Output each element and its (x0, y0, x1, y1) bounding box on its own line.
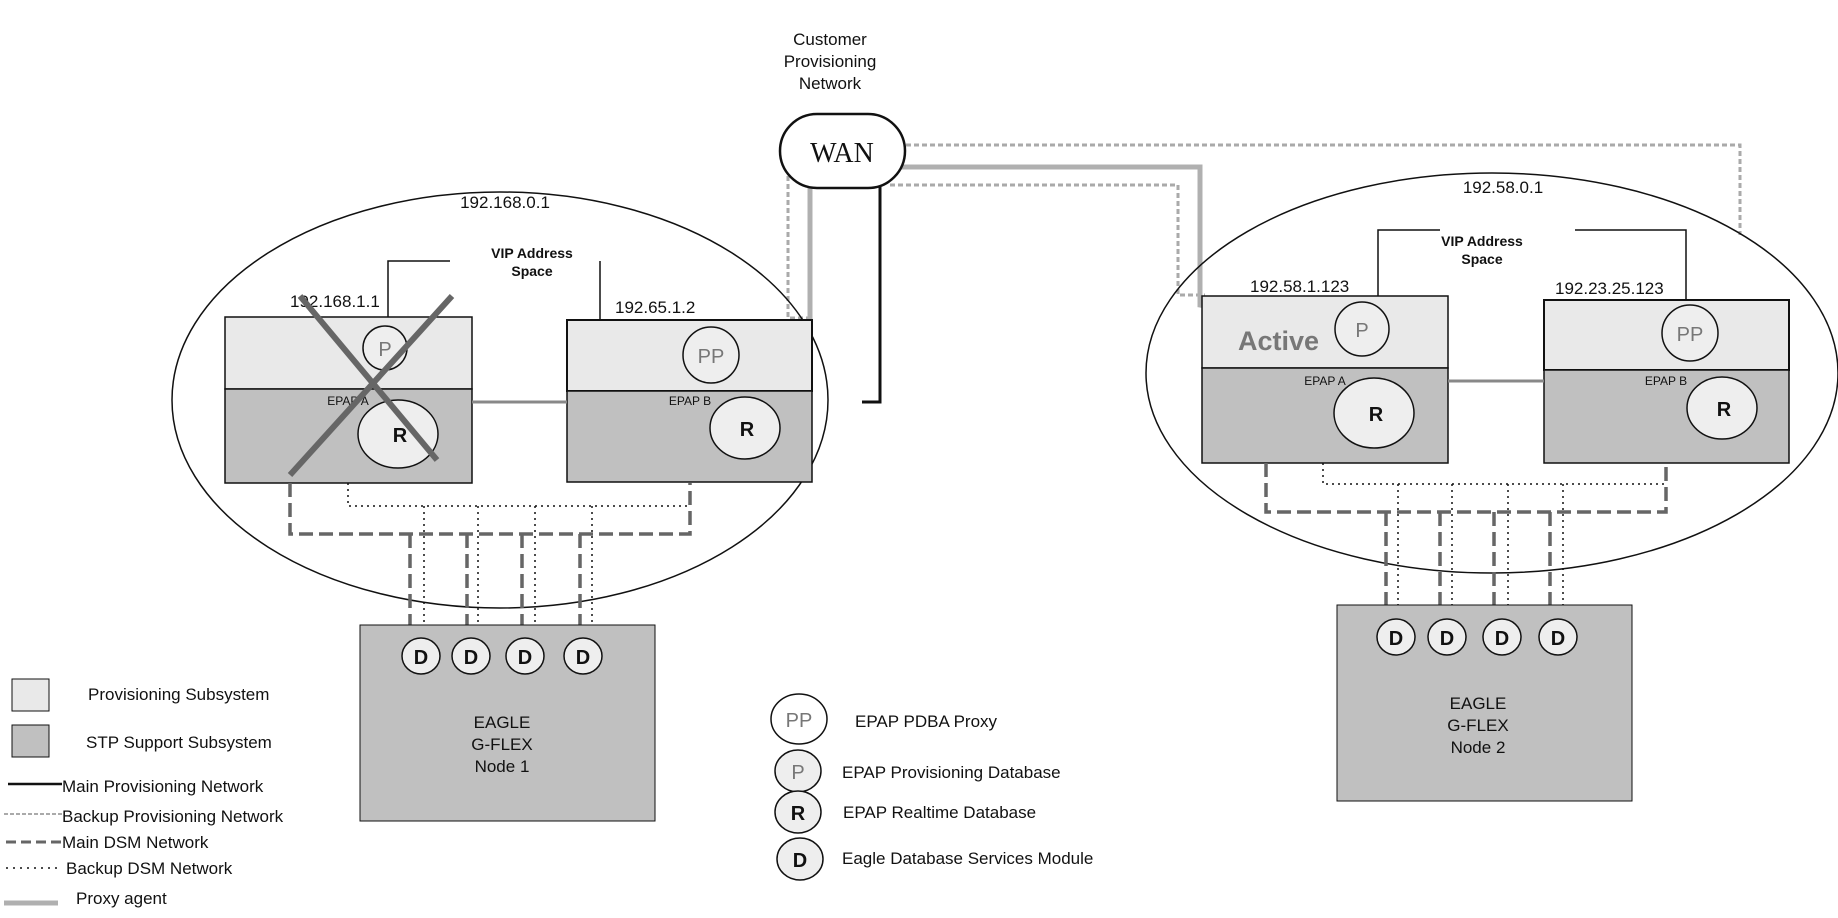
node2-vip-label-1: VIP Address (1441, 233, 1523, 249)
node1-r-circle (357, 399, 439, 469)
node2-d4: D (1551, 628, 1565, 650)
node1-vip-label-1: VIP Address (491, 245, 573, 261)
node2-pp-circle (1661, 304, 1719, 362)
wan-caption-line-3: Network (799, 74, 862, 93)
node1-backup-dsm-bus (347, 483, 690, 507)
node2-epap-a-provisioning (1201, 295, 1449, 369)
node1-d1: D (414, 647, 428, 669)
node2-epap-b-ip: 192.23.25.123 (1555, 279, 1664, 298)
node1-pp-circle (682, 326, 740, 384)
node1-epap-b-r-circle (709, 396, 781, 460)
node2-r-circle (1333, 377, 1415, 449)
node2-d3: D (1495, 628, 1509, 650)
node2-eagle-line-2: G-FLEX (1447, 716, 1508, 735)
node1-d-modules: D D D D (401, 637, 603, 675)
backup-prov-line-node2-b (898, 143, 1742, 235)
legend-d-label: Eagle Database Services Module (842, 849, 1093, 868)
node2-p-circle (1334, 301, 1390, 357)
node1-network-ip: 192.168.0.1 (460, 193, 550, 212)
node2-active-label: Active (1238, 326, 1319, 356)
node1-d3: D (518, 647, 532, 669)
node2-p-symbol: P (1355, 320, 1368, 342)
node1-eagle-line-2: G-FLEX (471, 735, 532, 754)
node2-epap-b-label: EPAP B (1645, 374, 1687, 388)
legend-r-label: EPAP Realtime Database (843, 803, 1036, 822)
node1-main-dsm-bus (288, 483, 692, 536)
node2-backup-dsm-bus (1322, 463, 1666, 485)
node2-d-modules: D D D D (1376, 618, 1578, 656)
node1-d4: D (576, 647, 590, 669)
node2-network-ip: 192.58.0.1 (1463, 178, 1543, 197)
node2-epap-a-ip: 192.58.1.123 (1250, 277, 1349, 296)
node2-epap-a: 192.58.1.123 Active P EPAP A R (1201, 277, 1449, 464)
main-prov-line-node1 (862, 183, 882, 404)
node2-d2: D (1440, 628, 1454, 650)
wan-cloud (778, 112, 907, 190)
wan-caption-line-1: Customer (793, 30, 867, 49)
node1-eagle-line-1: EAGLE (474, 713, 531, 732)
node2-d1: D (1389, 628, 1403, 650)
legend-p-label: EPAP Provisioning Database (842, 763, 1061, 782)
wan-group: Customer Provisioning Network (784, 30, 877, 93)
node2-pp-symbol: PP (1677, 324, 1704, 346)
legend-p-symbol: P (791, 762, 804, 784)
node2-vip-bracket-right (1575, 229, 1687, 300)
node1-ellipse (171, 191, 829, 609)
node2-epap-a-stp (1201, 367, 1449, 464)
node2-ellipse (1145, 172, 1838, 574)
node2-vip-bracket-left (1377, 229, 1440, 302)
node1-p-symbol: P (378, 339, 391, 361)
node1-eagle-line-3: Node 1 (475, 757, 530, 776)
legend-r-circle (774, 790, 822, 834)
node2-epap-b-r-circle (1686, 376, 1758, 440)
legend-left: Provisioning Subsystem STP Support Subsy… (4, 678, 284, 908)
wan-label: WAN (810, 138, 874, 169)
node1-failure-cross-1 (297, 294, 440, 462)
node2-dsm-drops (1384, 484, 1564, 620)
legend-r-symbol: R (791, 803, 806, 825)
legend-d-symbol: D (793, 850, 807, 872)
legend-pp-label: EPAP PDBA Proxy (855, 712, 998, 731)
node1-epap-a: 192.168.1.1 P EPAP A R (224, 292, 473, 484)
wan-caption-line-2: Provisioning (784, 52, 877, 71)
legend-d-circle (776, 837, 824, 881)
node1-r-symbol: R (393, 425, 408, 447)
node2-epap-b-r-symbol: R (1717, 399, 1732, 421)
node1-vip-bracket-left (387, 260, 450, 320)
backup-prov-line-node1 (786, 168, 808, 320)
node1-d2: D (464, 647, 478, 669)
node1-pp-symbol: PP (698, 346, 725, 368)
node1-dsm-drops (408, 506, 593, 640)
node1-epap-b-ip: 192.65.1.2 (615, 298, 695, 317)
legend-provisioning-swatch (11, 678, 50, 712)
legend-backup-dsm-label: Backup DSM Network (66, 859, 233, 878)
node2-eagle-line-3: Node 2 (1451, 738, 1506, 757)
legend-pp-circle (770, 693, 828, 745)
legend-backup-prov-label: Backup Provisioning Network (62, 807, 284, 826)
legend-main-prov-label: Main Provisioning Network (62, 777, 264, 796)
backup-prov-line-node2-a (890, 183, 1205, 297)
legend-stp-label: STP Support Subsystem (86, 733, 272, 752)
legend-proxy-label: Proxy agent (76, 889, 167, 908)
node2-main-dsm-bus (1264, 463, 1668, 514)
node1-failure-cross-2 (287, 293, 455, 478)
node2-epap-a-label: EPAP A (1304, 374, 1346, 388)
node2-r-symbol: R (1369, 404, 1384, 426)
legend-main-dsm-label: Main DSM Network (62, 833, 209, 852)
node2-vip-label-2: Space (1461, 251, 1502, 267)
node1-epap-b: 192.65.1.2 PP EPAP B R (566, 298, 813, 483)
legend-pp-symbol: PP (786, 710, 813, 732)
legend-stp-swatch (11, 724, 50, 758)
node1-epap-b-label: EPAP B (669, 394, 711, 408)
node2-eagle-line-1: EAGLE (1450, 694, 1507, 713)
node2-epap-b: 192.23.25.123 PP EPAP B R (1543, 279, 1790, 464)
legend-provisioning-label: Provisioning Subsystem (88, 685, 269, 704)
legend-center: PP EPAP PDBA Proxy P EPAP Provisioning D… (770, 693, 1093, 881)
node1-vip-label-2: Space (511, 263, 552, 279)
node1-epap-b-r-symbol: R (740, 419, 755, 441)
